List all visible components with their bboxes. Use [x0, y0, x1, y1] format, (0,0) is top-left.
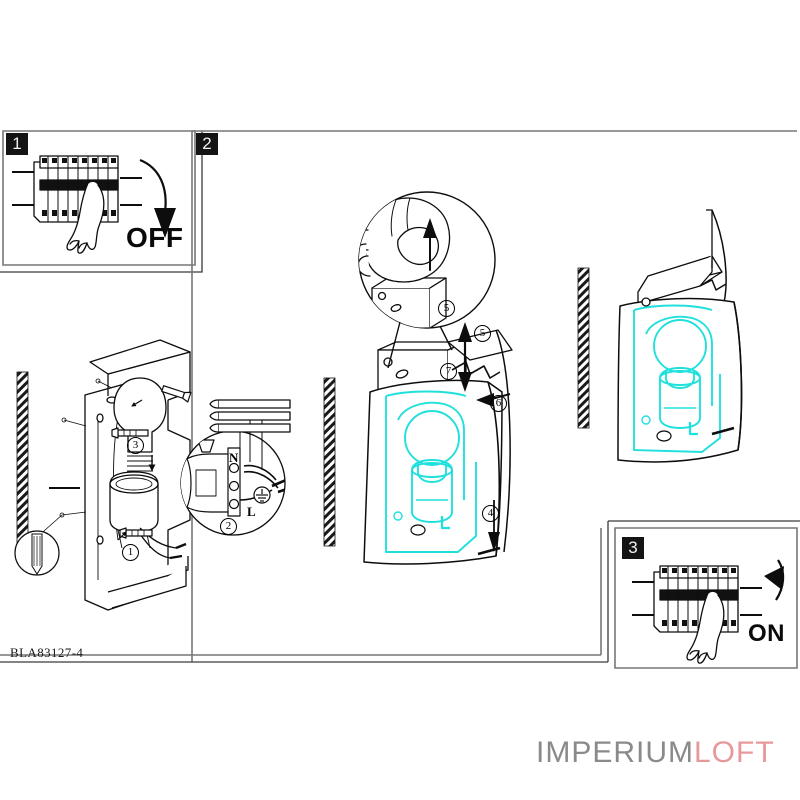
callout-5-magnifier: 5: [438, 300, 455, 317]
diffuser-release-magnifier: [358, 191, 496, 329]
model-code: BLA83127-4: [10, 645, 84, 660]
step-badge-3: 3: [622, 537, 644, 559]
magnifier-leader: [387, 321, 453, 369]
terminal-neutral-label: N: [229, 450, 239, 465]
terminal-detail-magnifier: [180, 414, 286, 536]
callout-2: 2: [220, 518, 237, 535]
power-off-label: OFF: [126, 222, 184, 253]
wall-hatch-strips: [16, 267, 590, 555]
brand-name-secondary: LOFT: [694, 736, 775, 769]
step-badge-2: 2: [196, 133, 218, 155]
step1-hand-icon: [66, 180, 105, 254]
callout-6: 6: [490, 395, 507, 412]
supply-cable: [209, 399, 291, 433]
assembly-arrows: [117, 399, 156, 541]
frame-borders: [0, 130, 800, 669]
step-badge-1: 1: [6, 133, 28, 155]
center-updown-arrow-icon: [458, 322, 472, 392]
callout-5-assembly: 5: [474, 325, 491, 342]
brand-logo: IMPERIUMLOFT: [536, 736, 775, 770]
power-on-label: ON: [748, 620, 785, 647]
callout-4: 4: [482, 505, 499, 522]
center-lamp-internals-highlight: [385, 390, 477, 553]
step3-hand-icon: [686, 590, 725, 664]
screws: [111, 385, 192, 539]
step1-off-arrow-icon: [139, 158, 176, 238]
finished-lamp-internals-highlight: [633, 304, 721, 453]
step3-on-arrow-icon: [764, 559, 785, 601]
callout-3: 3: [127, 437, 144, 454]
brand-name-primary: IMPERIUM: [536, 736, 694, 769]
callout-1: 1: [122, 544, 139, 561]
wall-anchor-detail-icon: [14, 530, 60, 576]
finished-lamp-base-detail: [656, 426, 735, 442]
finished-lamp-assembly: [617, 209, 743, 463]
step3-breaker-illustration: [632, 565, 762, 633]
step1-breaker-illustration: [12, 155, 142, 223]
terminal-live-label: L: [247, 504, 256, 519]
callout-7: 7: [440, 363, 457, 380]
leader-lines: [35, 378, 113, 539]
lamp-holder: [109, 377, 167, 549]
center-lamp-base-detail: [410, 524, 426, 536]
